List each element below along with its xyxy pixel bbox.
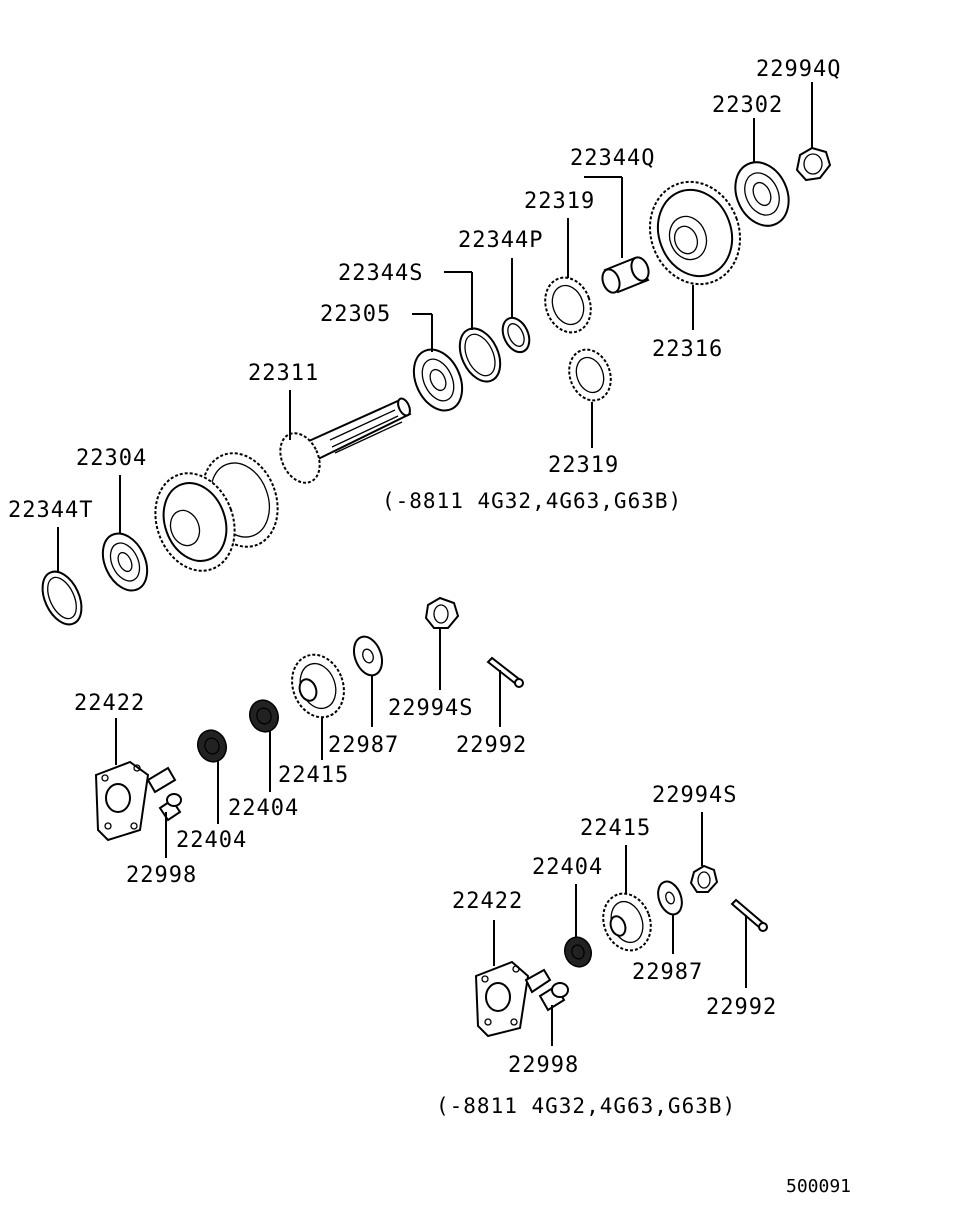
bracket-22422-low[interactable] <box>474 960 552 1038</box>
label-22344p: 22344P <box>458 228 543 253</box>
label-22994q: 22994Q <box>756 57 841 82</box>
label-22998-low: 22998 <box>508 1053 579 1078</box>
label-22319-lower: 22319 <box>548 453 619 478</box>
bearing-22302[interactable] <box>725 154 798 235</box>
cotter-pin-22992-low[interactable] <box>730 898 768 932</box>
note-lower: (-8811 4G32,4G63,G63B) <box>436 1094 736 1118</box>
bracket-22422-mid[interactable] <box>94 760 177 842</box>
ring-22344t[interactable] <box>35 565 89 630</box>
needle-bearing-22404-mid-lower[interactable] <box>193 726 230 766</box>
needle-bearing-22404-mid-upper[interactable] <box>245 696 282 736</box>
label-22987-mid: 22987 <box>328 733 399 758</box>
label-22404-mid-upper: 22404 <box>228 796 299 821</box>
label-22404-mid-lower: 22404 <box>176 828 247 853</box>
label-22319-upper: 22319 <box>524 189 595 214</box>
snap-ring-22344s[interactable] <box>452 322 508 388</box>
label-22305: 22305 <box>320 302 391 327</box>
collar-22344q[interactable] <box>599 255 651 295</box>
label-22311: 22311 <box>248 361 319 386</box>
label-22415-low: 22415 <box>580 816 651 841</box>
label-22344q: 22344Q <box>570 146 655 171</box>
needle-bearing-22404-low[interactable] <box>561 933 596 970</box>
label-22304: 22304 <box>76 446 147 471</box>
washer-22987-low[interactable] <box>654 878 686 917</box>
gear-22319-upper[interactable] <box>538 271 598 339</box>
label-22422-mid: 22422 <box>74 691 145 716</box>
bearing-22305[interactable] <box>405 342 472 419</box>
label-22994s-low: 22994S <box>652 783 737 808</box>
nut-22994s-mid[interactable] <box>424 596 460 629</box>
label-22415-mid: 22415 <box>278 763 349 788</box>
label-22994s-mid: 22994S <box>388 696 473 721</box>
washer-22987-mid[interactable] <box>349 633 387 679</box>
nut-22994s-low[interactable] <box>689 864 719 893</box>
label-22992-low: 22992 <box>706 995 777 1020</box>
label-22404-low: 22404 <box>532 855 603 880</box>
nut-22994q[interactable] <box>795 146 832 182</box>
label-22987-low: 22987 <box>632 960 703 985</box>
bearing-22304[interactable] <box>94 526 156 597</box>
label-22998-mid: 22998 <box>126 863 197 888</box>
label-22344s: 22344S <box>338 261 423 286</box>
label-22992-mid: 22992 <box>456 733 527 758</box>
gear-22319-lower[interactable] <box>562 344 617 407</box>
main-shaft-22311[interactable] <box>273 397 413 489</box>
label-22316: 22316 <box>652 337 723 362</box>
ring-22344p[interactable] <box>498 314 535 357</box>
cotter-pin-22992-mid[interactable] <box>486 656 524 688</box>
gear-cluster-22304[interactable] <box>142 443 290 582</box>
label-22344t: 22344T <box>8 498 93 523</box>
label-22302: 22302 <box>712 93 783 118</box>
note-upper: (-8811 4G32,4G63,G63B) <box>382 489 682 513</box>
label-22422-low: 22422 <box>452 889 523 914</box>
bolt-22998-mid[interactable] <box>158 793 182 822</box>
diagram-code: 500091 <box>786 1176 851 1197</box>
gear-22415-low[interactable] <box>595 887 658 957</box>
bolt-22998-low[interactable] <box>538 982 569 1012</box>
gear-22316[interactable] <box>636 169 754 297</box>
gear-22415-mid[interactable] <box>284 647 353 724</box>
